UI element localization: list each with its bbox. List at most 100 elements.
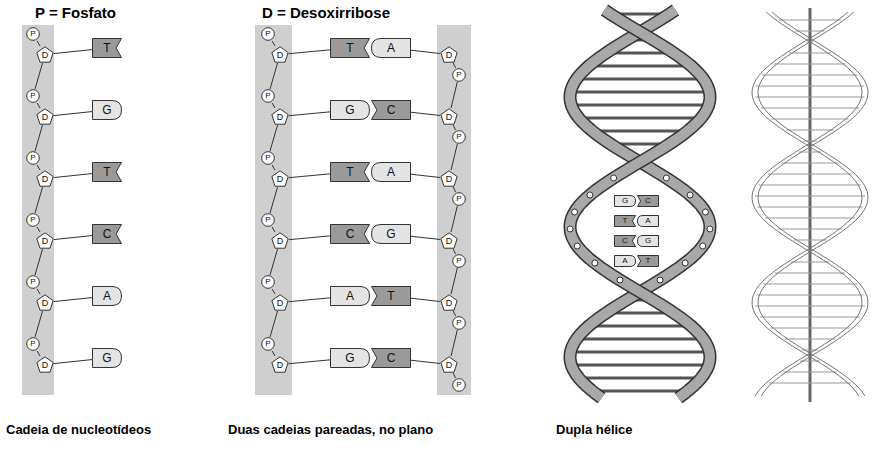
pyrimidine-base: C bbox=[92, 224, 122, 244]
caption-label: Cadeia de nucleotídeos bbox=[6, 422, 151, 437]
pyrimidine-base: C bbox=[614, 235, 636, 247]
node-letter: D bbox=[42, 299, 49, 308]
node-letter: P bbox=[30, 278, 35, 286]
deoxyribose-pentagon: D bbox=[36, 294, 54, 311]
phosphate-circle: P bbox=[452, 192, 466, 206]
deoxyribose-pentagon: D bbox=[36, 108, 54, 125]
node-letter: P bbox=[456, 319, 461, 327]
bond-line bbox=[289, 236, 330, 240]
pyrimidine-base: T bbox=[371, 286, 411, 306]
phosphate-circle: P bbox=[26, 275, 40, 289]
backbone-band bbox=[437, 25, 471, 395]
node-letter: G bbox=[622, 197, 628, 205]
node-letter: D bbox=[446, 175, 453, 184]
node-letter: D bbox=[277, 361, 284, 370]
node-letter: P bbox=[265, 278, 270, 286]
node-letter: T bbox=[346, 42, 353, 54]
node-letter: T bbox=[103, 166, 110, 178]
pyrimidine-base: T bbox=[92, 38, 122, 58]
node-letter: P bbox=[265, 216, 270, 224]
purine-base: A bbox=[371, 162, 411, 182]
node-letter: P bbox=[30, 216, 35, 224]
bond-line bbox=[451, 82, 457, 108]
node-letter: C bbox=[622, 237, 628, 245]
deoxyribose-pentagon: D bbox=[36, 232, 54, 249]
node-letter: P bbox=[456, 133, 461, 141]
bond-line bbox=[451, 330, 457, 356]
purine-base: G bbox=[92, 100, 122, 120]
node-letter: P bbox=[456, 257, 461, 265]
purine-base: A bbox=[614, 255, 636, 267]
deoxyribose-pentagon: D bbox=[271, 170, 289, 187]
bond-line bbox=[54, 298, 92, 302]
pyrimidine-base: C bbox=[330, 224, 370, 244]
node-letter: A bbox=[387, 42, 395, 54]
phosphate-circle: P bbox=[452, 254, 466, 268]
bond-line bbox=[37, 165, 40, 170]
bond-line bbox=[289, 112, 330, 116]
node-letter: P bbox=[30, 30, 35, 38]
node-letter: C bbox=[387, 104, 396, 116]
bond-line bbox=[54, 174, 92, 178]
phosphate-circle: P bbox=[261, 27, 275, 41]
bond-line bbox=[289, 360, 330, 364]
phosphate-circle: P bbox=[261, 337, 275, 351]
deoxyribose-pentagon: D bbox=[36, 46, 54, 63]
phosphate-circle: P bbox=[261, 151, 275, 165]
bond-line bbox=[411, 50, 440, 53]
pyrimidine-base: C bbox=[371, 100, 411, 120]
node-letter: A bbox=[387, 166, 395, 178]
node-letter: P bbox=[265, 340, 270, 348]
deoxyribose-pentagon: D bbox=[271, 294, 289, 311]
key-label: D = Desoxirribose bbox=[262, 4, 390, 21]
bond-line bbox=[272, 351, 275, 356]
bond-line bbox=[270, 63, 278, 89]
bond-line bbox=[411, 174, 440, 177]
deoxyribose-pentagon: D bbox=[271, 46, 289, 63]
bond-line bbox=[35, 125, 43, 151]
bond-line bbox=[37, 289, 40, 294]
phosphate-circle: P bbox=[26, 213, 40, 227]
node-letter: T bbox=[103, 42, 110, 54]
bond-line bbox=[451, 144, 457, 170]
node-letter: C bbox=[645, 197, 651, 205]
bond-line bbox=[411, 112, 440, 115]
node-letter: P bbox=[265, 154, 270, 162]
bond-line bbox=[35, 63, 43, 89]
phosphate-circle: P bbox=[452, 68, 466, 82]
purine-base: A bbox=[371, 38, 411, 58]
phosphate-circle: P bbox=[261, 275, 275, 289]
bond-line bbox=[272, 165, 275, 170]
node-letter: C bbox=[103, 228, 112, 240]
node-letter: G bbox=[345, 104, 354, 116]
deoxyribose-pentagon: D bbox=[440, 46, 458, 63]
bond-line bbox=[270, 311, 278, 337]
phosphate-circle: P bbox=[26, 89, 40, 103]
bond-line bbox=[272, 103, 275, 108]
phosphate-circle: P bbox=[452, 130, 466, 144]
purine-base: G bbox=[330, 100, 370, 120]
pyrimidine-base: T bbox=[614, 215, 636, 227]
node-letter: G bbox=[386, 228, 395, 240]
deoxyribose-pentagon: D bbox=[271, 108, 289, 125]
deoxyribose-pentagon: D bbox=[440, 356, 458, 373]
node-letter: T bbox=[646, 257, 651, 265]
bond-line bbox=[289, 50, 330, 54]
bond-line bbox=[37, 351, 40, 356]
deoxyribose-pentagon: D bbox=[36, 170, 54, 187]
bond-line bbox=[35, 187, 43, 213]
pyrimidine-base: T bbox=[330, 162, 370, 182]
bond-line bbox=[453, 373, 455, 378]
node-letter: D bbox=[277, 237, 284, 246]
bond-line bbox=[54, 360, 92, 364]
deoxyribose-pentagon: D bbox=[440, 232, 458, 249]
purine-base: A bbox=[92, 286, 122, 306]
node-letter: P bbox=[30, 340, 35, 348]
purine-base: G bbox=[614, 195, 636, 207]
purine-base: A bbox=[637, 215, 659, 227]
node-letter: D bbox=[446, 113, 453, 122]
node-letter: G bbox=[345, 352, 354, 364]
double-helix bbox=[567, 10, 713, 398]
